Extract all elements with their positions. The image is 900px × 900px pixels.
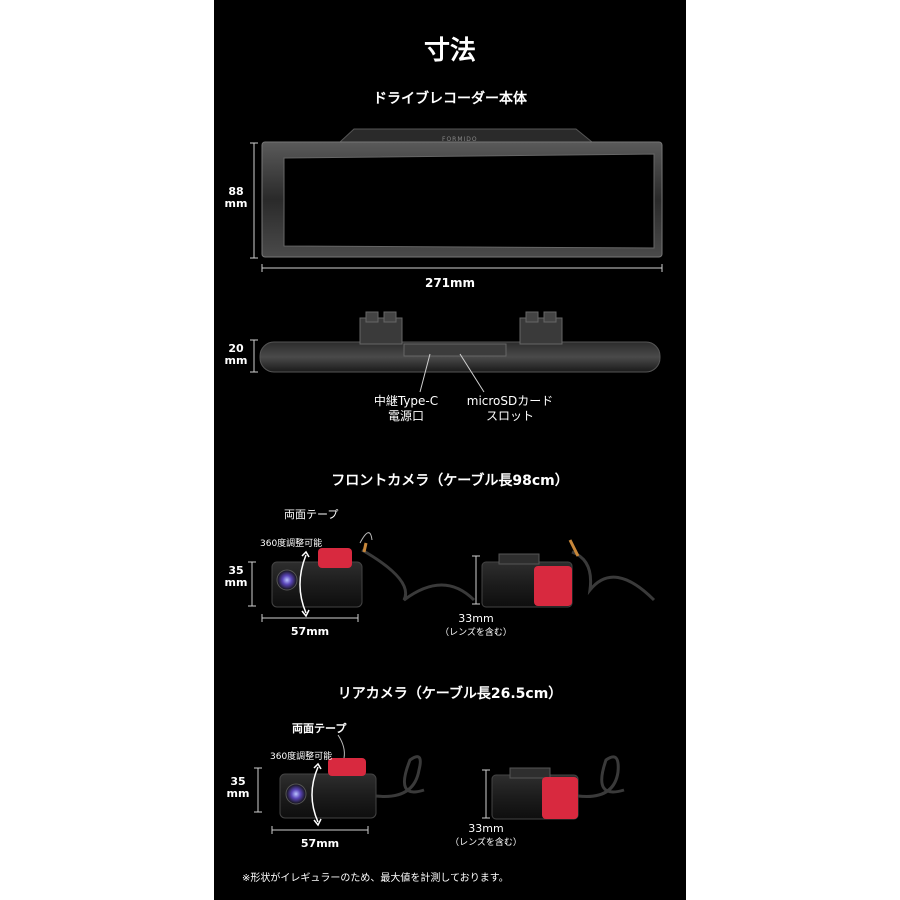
dimensions-panel: 寸法 ドライブレコーダー本体 [214, 0, 686, 900]
rear-depth-value: 33mm [468, 822, 504, 835]
front-depth-dim: 33mm （レンズを含む） [440, 612, 512, 638]
front-camera-heading: フロントカメラ（ケーブル長98cm） [331, 473, 569, 489]
front-width-dim: 57mm [290, 625, 330, 638]
front-tape-label: 両面テープ [284, 508, 339, 521]
sd-slot-line2: スロット [485, 409, 534, 423]
front-height-dim: 35 mm [222, 565, 250, 589]
front-height-value: 35 [228, 564, 244, 577]
typec-port-line1: 中継Type-C [373, 394, 439, 408]
body-depth-unit: mm [224, 354, 248, 367]
typec-port-line2: 電源口 [387, 409, 424, 423]
rear-adjust-label: 360度調整可能 [270, 752, 333, 762]
brand-logo: FORMIDO [442, 136, 478, 143]
body-depth-value: 20 [228, 342, 244, 355]
front-depth-value: 33mm [458, 612, 494, 625]
rear-width-dim: 57mm [300, 837, 340, 850]
body-height-value: 88 [228, 185, 244, 198]
front-depth-note: （レンズを含む） [440, 628, 512, 638]
rear-camera-heading: リアカメラ（ケーブル長26.5cm） [337, 686, 563, 702]
page-title: 寸法 [423, 36, 477, 66]
body-width-dim: 271mm [424, 276, 476, 290]
sd-slot-label: microSDカード スロット [467, 394, 554, 424]
footnote: ※形状がイレギュラーのため、最大値を計測しております。 [242, 873, 509, 884]
rear-height-value: 35 [230, 775, 246, 788]
body-height-unit: mm [224, 197, 248, 210]
body-heading: ドライブレコーダー本体 [373, 91, 527, 107]
front-height-unit: mm [224, 576, 248, 589]
front-adjust-label: 360度調整可能 [260, 539, 323, 549]
rear-depth-dim: 33mm （レンズを含む） [450, 822, 522, 848]
rear-height-dim: 35 mm [224, 776, 252, 800]
rear-depth-note: （レンズを含む） [450, 838, 522, 848]
typec-port-label: 中継Type-C 電源口 [374, 394, 438, 424]
body-height-dim: 88 mm [222, 186, 250, 210]
body-depth-dim: 20 mm [222, 343, 250, 367]
mirror-front-illustration [248, 128, 663, 834]
rear-height-unit: mm [226, 787, 250, 800]
sd-slot-line1: microSDカード [466, 394, 554, 408]
rear-tape-label: 両面テープ [292, 722, 347, 735]
